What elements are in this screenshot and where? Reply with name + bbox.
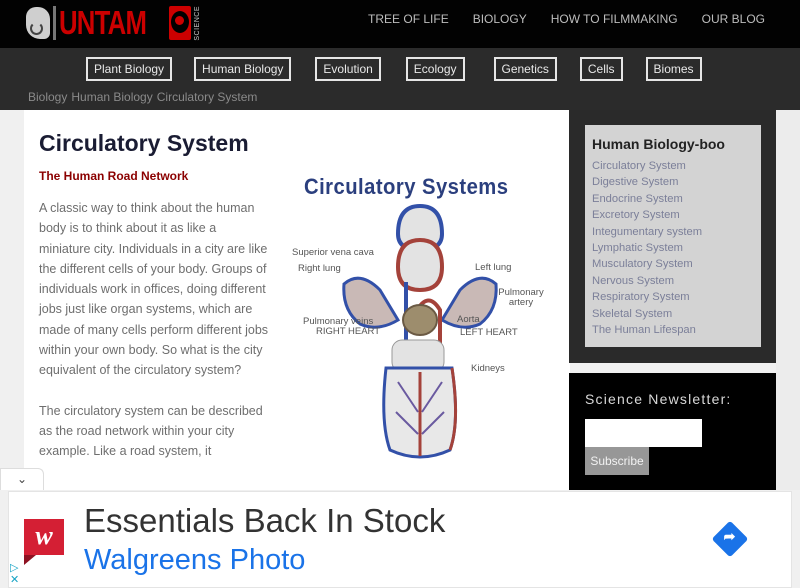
label-pulmonary-veins: Pulmonary veins <box>303 316 374 327</box>
circulatory-diagram: Circulatory Systems Superior vena cava R… <box>280 172 550 462</box>
nav-tree-of-life[interactable]: TREE OF LIFE <box>368 12 449 26</box>
circulatory-figure-icon <box>342 203 498 459</box>
newsletter-email-input[interactable] <box>585 419 702 447</box>
sidebar-item-nervous[interactable]: Nervous System <box>592 274 675 287</box>
label-kidneys: Kidneys <box>471 363 505 374</box>
label-aorta: Aorta <box>457 314 480 325</box>
label-right-lung: Right lung <box>298 263 341 274</box>
main-nav: TREE OF LIFE BIOLOGY HOW TO FILMMAKING O… <box>344 11 765 27</box>
ad-advertiser[interactable]: Walgreens Photo <box>84 544 306 576</box>
article-paragraph: The circulatory system can be described … <box>39 403 263 459</box>
article-paragraph: A classic way to think about the human b… <box>39 201 269 378</box>
sidebar-item-integumentary[interactable]: Integumentary system <box>592 225 703 238</box>
category-genetics[interactable]: Genetics <box>493 57 557 81</box>
article-content: Circulatory System The Human Road Networ… <box>24 110 570 490</box>
label-pulmonary-artery: Pulmonary artery <box>498 287 544 308</box>
newsletter-title: Science Newsletter: <box>585 391 732 407</box>
breadcrumb-biology[interactable]: Biology <box>28 90 68 104</box>
article-body: A classic way to think about the human b… <box>39 198 269 482</box>
label-left-heart: LEFT HEART <box>460 327 518 338</box>
breadcrumb-human-biology[interactable]: Human Biology <box>71 90 153 104</box>
category-evolution[interactable]: Evolution <box>315 57 381 81</box>
sidebar-item-musculatory[interactable]: Musculatory System <box>592 258 693 271</box>
sidebar-item-human-lifespan[interactable]: The Human Lifespan <box>592 324 696 337</box>
page-margin <box>776 110 800 490</box>
ad-cta-button[interactable]: ➦ <box>711 520 749 558</box>
ad-close-icon[interactable]: ✕ <box>10 574 20 586</box>
ad-headline[interactable]: Essentials Back In Stock <box>84 502 446 539</box>
category-plant-biology[interactable]: Plant Biology <box>86 57 173 81</box>
category-ecology[interactable]: Ecology <box>405 57 465 81</box>
adchoices-icon[interactable]: ▷ <box>10 562 19 574</box>
sidebar-item-digestive[interactable]: Digestive System <box>592 176 679 189</box>
category-cells[interactable]: Cells <box>579 57 623 81</box>
human-biology-menu: Human Biology-boo Circulatory System Dig… <box>585 125 761 347</box>
page-title: Circulatory System <box>39 130 249 156</box>
walgreens-logo-icon: w <box>24 519 64 565</box>
logo-subtext: SCIENCE <box>194 5 201 41</box>
category-biomes[interactable]: Biomes <box>645 57 702 81</box>
sidebar-item-skeletal[interactable]: Skeletal System <box>592 307 673 320</box>
ad-banner[interactable]: w Essentials Back In Stock Walgreens Pho… <box>8 491 792 588</box>
nav-biology[interactable]: BIOLOGY <box>472 12 527 26</box>
top-header: UNTAM SCIENCE TREE OF LIFE BIOLOGY HOW T… <box>0 0 800 48</box>
logo-wordmark: UNTAM <box>59 4 147 41</box>
diagram-title: Circulatory Systems <box>304 174 509 199</box>
label-left-lung: Left lung <box>475 262 512 273</box>
nav-how-to-filmmaking[interactable]: HOW TO FILMMAKING <box>550 12 678 26</box>
directions-arrow-icon: ➦ <box>723 527 736 544</box>
sidebar-item-circulatory[interactable]: Circulatory System <box>592 160 686 172</box>
sidebar-title: Human Biology-boo <box>592 136 725 152</box>
subscribe-button[interactable]: Subscribe <box>585 447 649 475</box>
logo-divider <box>53 6 56 40</box>
ad-choices[interactable]: ▷ ✕ <box>10 562 19 586</box>
breadcrumb-current: Circulatory System <box>156 90 258 104</box>
sidebar-item-endocrine[interactable]: Endocrine System <box>592 192 683 205</box>
category-bar: Plant Biology Human Biology Evolution Ec… <box>0 48 800 110</box>
category-buttons: Plant Biology Human Biology Evolution Ec… <box>86 57 702 81</box>
nav-our-blog[interactable]: OUR BLOG <box>701 12 765 26</box>
camera-leaf-logo-icon <box>169 6 191 40</box>
article-subtitle: The Human Road Network <box>39 169 189 183</box>
sidebar-item-lymphatic[interactable]: Lymphatic System <box>592 242 683 255</box>
sidebar-item-excretory[interactable]: Excretory System <box>592 209 680 222</box>
sidebar-item-respiratory[interactable]: Respiratory System <box>592 291 690 304</box>
site-logo[interactable]: UNTAM SCIENCE <box>26 5 201 41</box>
label-superior-vena-cava: Superior vena cava <box>292 247 374 258</box>
sidebar-list: Circulatory System Digestive System Endo… <box>592 158 702 338</box>
category-human-biology[interactable]: Human Biology <box>194 57 292 81</box>
ad-collapse-toggle[interactable]: ⌄ <box>0 468 44 490</box>
sidebar-widget: Human Biology-boo Circulatory System Dig… <box>569 110 776 363</box>
elephant-logo-icon <box>26 7 50 39</box>
newsletter-widget: Science Newsletter: Subscribe <box>569 373 776 490</box>
label-right-heart: RIGHT HEART <box>316 326 381 337</box>
chevron-down-icon: ⌄ <box>16 472 28 486</box>
